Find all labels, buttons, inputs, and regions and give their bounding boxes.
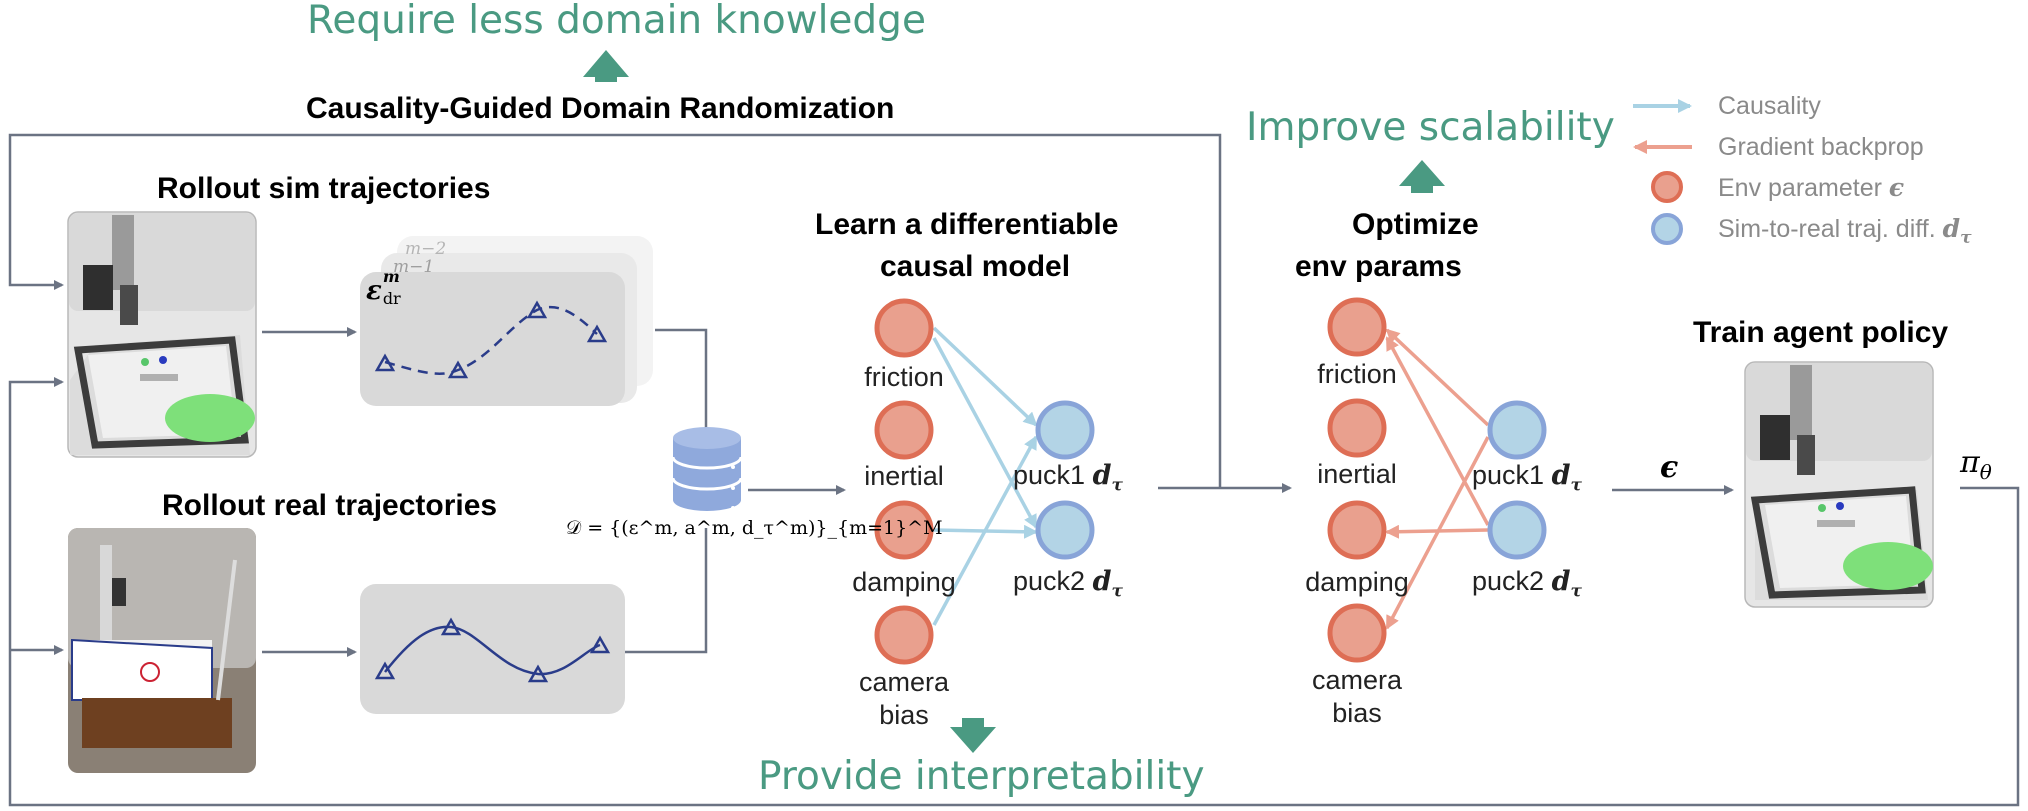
label-puck1: puck1 dτ (1013, 460, 1123, 496)
real-traj-to-db-line (625, 528, 708, 654)
down-arrow-interpretability (950, 718, 996, 753)
goal-arrows (583, 50, 1445, 753)
opt-label-puck2: puck2 dτ (1472, 566, 1582, 602)
up-arrow-top (583, 50, 629, 82)
opt-node-damping (1327, 500, 1387, 560)
opt-label-inertial: inertial (1317, 459, 1397, 489)
sim-marker (526, 300, 548, 319)
backprop-edge (1385, 328, 1490, 427)
stack-label-m-minus-1: m−1 (393, 257, 435, 277)
opt-label-friction: friction (1317, 359, 1397, 389)
backprop-edge (1385, 436, 1490, 630)
real-marker (589, 635, 611, 654)
causal-edge (932, 337, 1038, 529)
node-camera-bias (874, 605, 934, 665)
label-inertial: inertial (864, 461, 944, 491)
flow-lines (8, 133, 2020, 807)
real-robot-image (68, 528, 256, 773)
policy-pi-theta: πθ (1960, 445, 1992, 484)
opt-node-inertial (1327, 398, 1387, 458)
real-marker (374, 661, 396, 680)
node-puck2 (1035, 500, 1095, 560)
causal-nodes (874, 298, 1095, 665)
node-damping (874, 500, 934, 560)
title-causality-guided-dr: Causality-Guided Domain Randomization (306, 92, 895, 125)
opt-label-damping: damping (1305, 567, 1409, 597)
sim-trajectory-curve (384, 305, 598, 375)
up-arrow-scalability (1399, 160, 1445, 193)
legend-env-param-label: Env parameter ϵ (1718, 173, 1905, 202)
header-rollout-real: Rollout real trajectories (162, 489, 498, 522)
header-optimize-line1: Optimize (1352, 208, 1479, 241)
real-trajectory-card (360, 584, 625, 714)
legend (1633, 99, 1692, 245)
sim-traj-to-db-line (655, 328, 708, 428)
d-symbol: d (1942, 214, 1961, 243)
real-trajectory-curve (384, 625, 601, 676)
sim-marker (374, 353, 396, 372)
opt-node-puck1 (1487, 400, 1547, 460)
goal-less-domain-knowledge: Require less domain knowledge (307, 0, 926, 43)
opt-label-bias: bias (1332, 698, 1382, 728)
optimize-nodes (1327, 297, 1547, 663)
goal-provide-interpretability: Provide interpretability (758, 754, 1205, 799)
node-puck1 (1035, 400, 1095, 460)
header-train-policy: Train agent policy (1693, 316, 1949, 349)
node-friction (874, 298, 934, 358)
causal-arrows (932, 326, 1038, 626)
backprop-edge (1385, 336, 1490, 526)
label-puck2: puck2 dτ (1013, 566, 1123, 602)
node-inertial (874, 400, 934, 460)
legend-causality-label: Causality (1718, 92, 1821, 120)
dataset-formula: 𝒟 = {(ε^m, a^m, d_τ^m)}_{m=1}^M (566, 517, 943, 539)
goal-improve-scalability: Improve scalability (1246, 105, 1615, 150)
legend-traj-diff-label: Sim-to-real traj. diff. dτ (1718, 214, 1972, 248)
bottom-loop-line (8, 377, 2020, 807)
real-marker (440, 617, 462, 636)
header-rollout-sim: Rollout sim trajectories (157, 172, 491, 205)
opt-node-puck2 (1487, 500, 1547, 560)
label-bias: bias (879, 700, 929, 730)
opt-node-camera-bias (1327, 603, 1387, 663)
legend-diff-circle (1651, 213, 1683, 245)
sim-robot-image (67, 211, 257, 458)
causal-edge (932, 435, 1038, 626)
opt-node-friction (1327, 297, 1387, 357)
header-learn-line1: Learn a differentiable (815, 208, 1119, 241)
epsilon-symbol: ϵ (1888, 173, 1905, 202)
label-camera: camera (858, 667, 950, 697)
legend-backprop-label: Gradient backprop (1718, 133, 1924, 161)
causal-edge (932, 326, 1038, 427)
policy-robot-image (1744, 361, 1934, 608)
label-friction: friction (864, 362, 944, 392)
top-loop-line (8, 133, 1222, 488)
database-icon (671, 427, 743, 511)
sim-marker (586, 324, 608, 343)
header-learn-line2: causal model (880, 250, 1071, 283)
sim-trajectory-stack (360, 236, 653, 406)
stack-label-m-minus-2: m−2 (405, 239, 447, 259)
opt-label-camera: camera (1311, 665, 1403, 695)
opt-label-puck1: puck1 dτ (1472, 460, 1582, 496)
backprop-arrows (1385, 328, 1490, 630)
real-marker (527, 664, 549, 683)
header-optimize-line2: env params (1295, 250, 1462, 283)
label-damping: damping (852, 567, 956, 597)
sim-marker (447, 360, 469, 379)
legend-env-circle (1651, 171, 1683, 203)
epsilon-label: ϵ (1660, 450, 1679, 485)
